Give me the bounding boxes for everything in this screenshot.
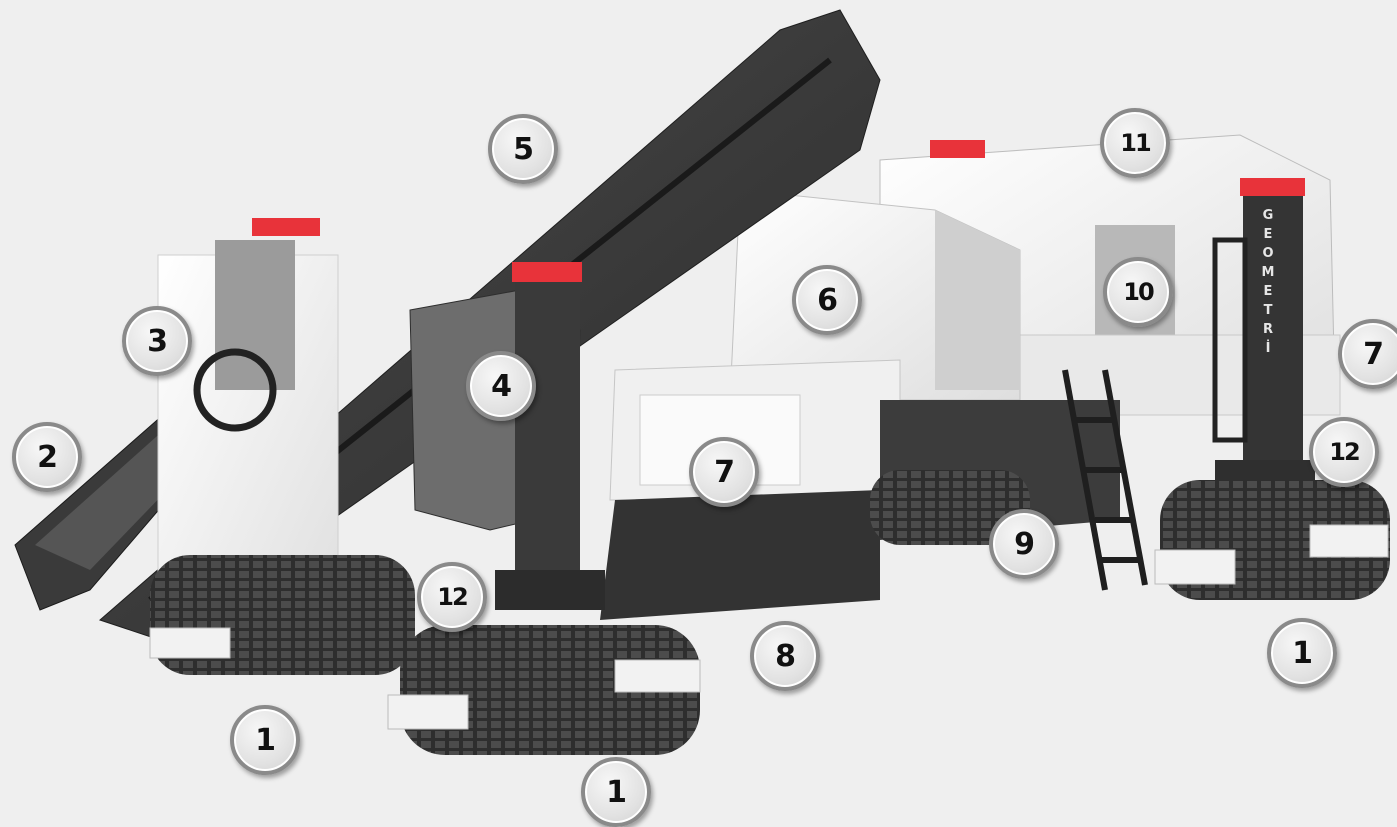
callout-badge: 9 xyxy=(989,509,1059,579)
brand-letter: M xyxy=(1261,265,1275,280)
crawler-track-rear xyxy=(870,470,1030,545)
callout-badge: 7 xyxy=(1338,319,1397,389)
brand-letter: E xyxy=(1263,227,1273,242)
callout-badge: 10 xyxy=(1103,257,1173,327)
callout-badge: 3 xyxy=(122,306,192,376)
callout-badge: 8 xyxy=(750,621,820,691)
callout-badge: 1 xyxy=(581,757,651,827)
callout-badge: 7 xyxy=(689,437,759,507)
callout-badge: 2 xyxy=(12,422,82,492)
brand-letter: İ xyxy=(1265,341,1271,356)
crawler-track-right xyxy=(1154,480,1390,600)
brand-logo-text: G E O M E T R İ xyxy=(1258,206,1278,358)
callout-badge: 4 xyxy=(466,351,536,421)
center-module xyxy=(729,189,1021,401)
brand-letter: G xyxy=(1262,208,1274,223)
callout-badge: 11 xyxy=(1100,108,1170,178)
callout-badge: 6 xyxy=(792,265,862,335)
crawler-track-left xyxy=(149,555,415,675)
callout-badge: 12 xyxy=(417,562,487,632)
brand-letter: O xyxy=(1262,246,1274,261)
callout-badge: 5 xyxy=(488,114,558,184)
brand-letter: T xyxy=(1263,303,1273,318)
brand-letter: R xyxy=(1262,322,1273,337)
callout-badge: 1 xyxy=(1267,618,1337,688)
crawler-track-center xyxy=(387,625,701,755)
center-leg-column xyxy=(409,262,605,610)
callout-badge: 12 xyxy=(1309,417,1379,487)
callout-badge: 1 xyxy=(230,705,300,775)
access-ladder xyxy=(1062,369,1148,591)
brand-letter: E xyxy=(1263,284,1273,299)
